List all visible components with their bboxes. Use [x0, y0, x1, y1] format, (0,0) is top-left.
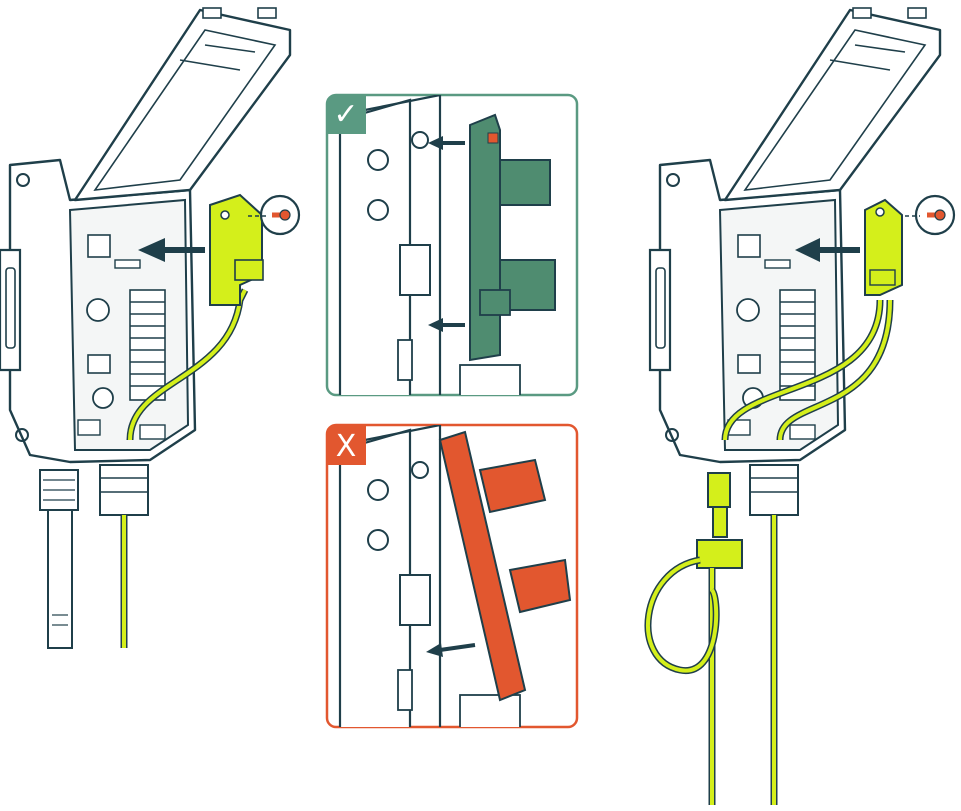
- adapter-board-correct-icon: [469, 113, 556, 362]
- wrong-badge: X: [336, 429, 357, 464]
- insertion-arrow-right-icon: [795, 238, 860, 262]
- insertion-arrow-icon: [138, 238, 205, 262]
- temperature-probe-icon: [644, 472, 743, 805]
- humidity-probe-icon: [39, 469, 79, 649]
- correct-badge: ✓: [333, 97, 358, 132]
- left-device: [0, 6, 301, 649]
- adapter-board-right-icon: [864, 198, 903, 296]
- right-device: [644, 6, 956, 805]
- wrong-panel: X: [325, 423, 579, 729]
- screw-right-icon: [905, 194, 956, 236]
- screw-icon: [248, 194, 301, 236]
- adapter-board-wrong-icon: [438, 430, 572, 702]
- correct-panel: ✓: [325, 93, 579, 397]
- adapter-board-icon: [209, 193, 264, 306]
